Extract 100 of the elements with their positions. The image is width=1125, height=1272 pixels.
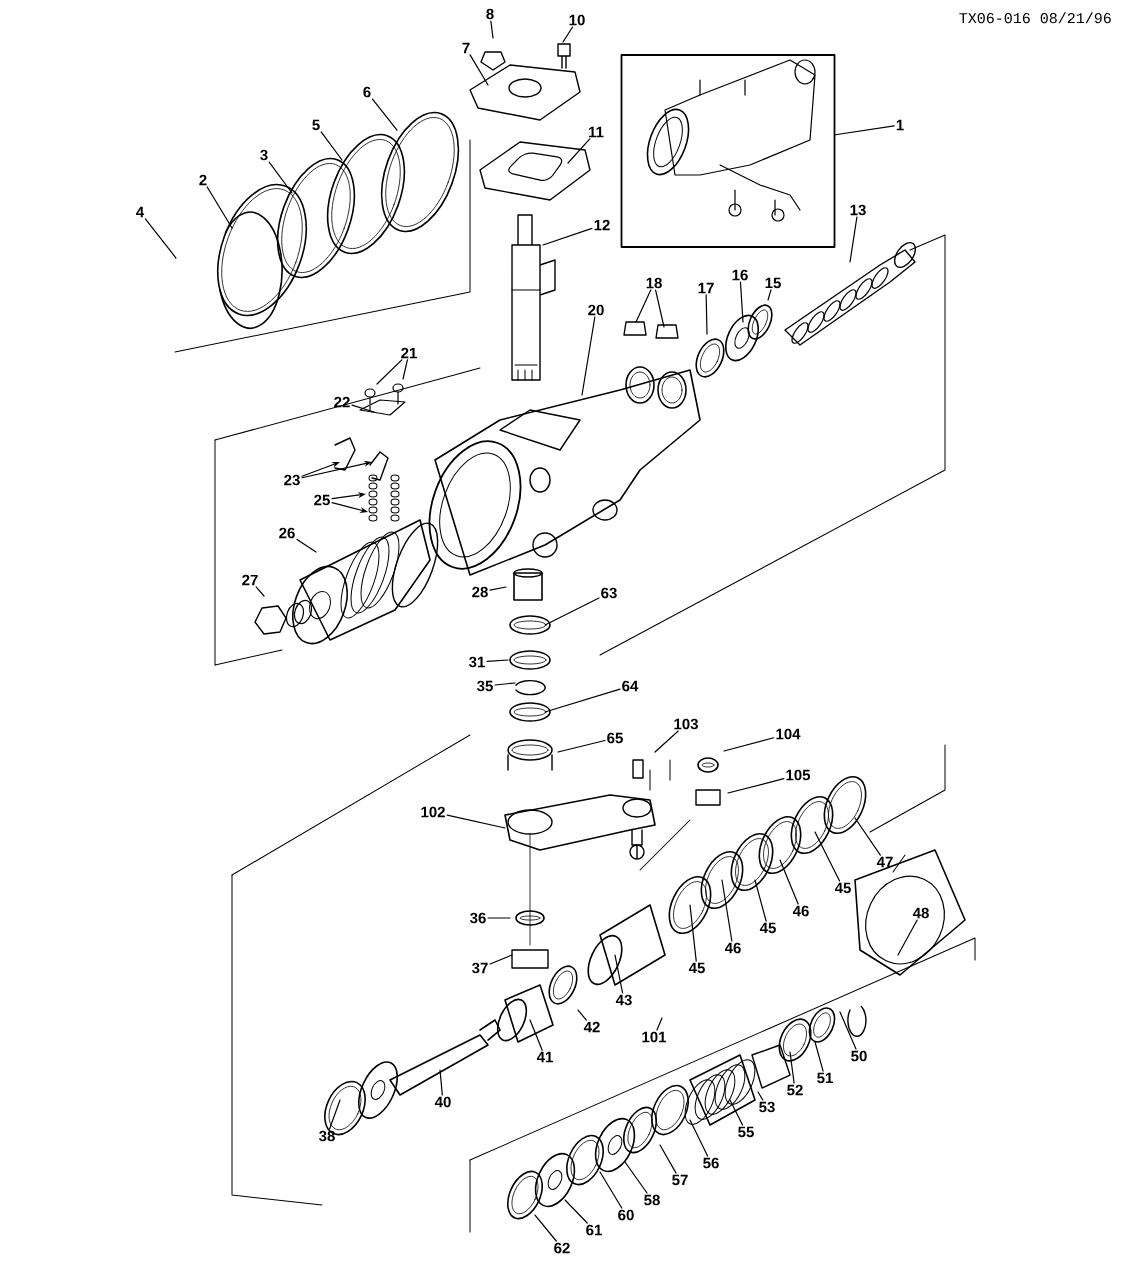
leader-line bbox=[659, 1144, 677, 1174]
callout-number: 21 bbox=[401, 347, 417, 359]
leader-line bbox=[723, 737, 775, 752]
callout-number: 102 bbox=[421, 806, 445, 818]
leader-line bbox=[789, 1051, 795, 1084]
leader-line bbox=[854, 817, 881, 856]
callout-number: 7 bbox=[462, 42, 470, 54]
leader-line bbox=[635, 289, 652, 323]
leader-line bbox=[557, 739, 606, 753]
callout-number: 104 bbox=[776, 728, 801, 740]
callout-number: 31 bbox=[469, 656, 485, 668]
leader-line bbox=[371, 98, 398, 131]
callout-number: 40 bbox=[434, 1096, 451, 1108]
callout-number: 2 bbox=[199, 174, 207, 186]
leader-line bbox=[446, 814, 506, 829]
leader-line bbox=[814, 1041, 824, 1072]
leader-line bbox=[494, 682, 516, 686]
leader-line bbox=[542, 227, 593, 246]
leader-line bbox=[614, 954, 624, 994]
leader-line bbox=[439, 1069, 443, 1096]
leader-line bbox=[544, 597, 600, 626]
leader-line bbox=[839, 1011, 857, 1050]
leader-line bbox=[489, 954, 513, 965]
leader-line bbox=[767, 289, 772, 301]
leader-line bbox=[144, 218, 177, 259]
leader-line bbox=[689, 1119, 709, 1157]
leader-line bbox=[534, 1214, 557, 1242]
leader-line bbox=[490, 20, 494, 39]
leader-line bbox=[727, 778, 785, 794]
leader-line bbox=[849, 216, 858, 263]
callout-number: 103 bbox=[674, 718, 698, 730]
callout-number: 64 bbox=[622, 680, 639, 692]
leader-line bbox=[529, 1019, 543, 1051]
callout-number: 43 bbox=[615, 994, 632, 1006]
callout-number: 8 bbox=[486, 8, 494, 20]
inset-drawing bbox=[620, 54, 836, 248]
leader-line bbox=[599, 1171, 623, 1209]
leader-line bbox=[739, 281, 744, 323]
callout-number: 45 bbox=[759, 922, 776, 934]
callout-number: 65 bbox=[607, 732, 623, 744]
callout-number: 42 bbox=[583, 1021, 600, 1033]
callout-number: 37 bbox=[472, 962, 488, 974]
callout-number: 46 bbox=[792, 905, 809, 917]
callout-number: 53 bbox=[759, 1101, 775, 1113]
leader-line bbox=[489, 586, 507, 591]
leader-line bbox=[402, 359, 408, 380]
leader-line bbox=[624, 1161, 648, 1194]
leader-line bbox=[206, 186, 233, 229]
leader-line bbox=[779, 859, 799, 905]
leader-line bbox=[729, 1099, 744, 1126]
leader-line bbox=[376, 359, 403, 385]
callout-number: 16 bbox=[732, 269, 748, 281]
callout-number: 57 bbox=[672, 1174, 688, 1186]
leader-line bbox=[351, 404, 375, 413]
callout-number: 22 bbox=[334, 396, 350, 408]
leader-line bbox=[320, 131, 343, 161]
callout-number: 105 bbox=[786, 769, 811, 781]
callout-number: 3 bbox=[260, 149, 268, 161]
callout-number: 18 bbox=[646, 277, 662, 289]
leader-line bbox=[268, 161, 293, 194]
callout-number: 60 bbox=[618, 1209, 634, 1221]
leader-line bbox=[296, 539, 317, 553]
callout-number: 62 bbox=[554, 1242, 570, 1254]
leader-line bbox=[544, 688, 621, 713]
callout-number: 36 bbox=[470, 912, 486, 924]
leader-line bbox=[897, 919, 918, 956]
callout-number: 41 bbox=[536, 1051, 553, 1063]
callout-number: 56 bbox=[703, 1157, 719, 1169]
leader-line bbox=[814, 831, 841, 882]
leader-line bbox=[328, 1099, 341, 1130]
leader-line bbox=[754, 879, 767, 922]
leader-line bbox=[581, 316, 596, 396]
leader-line bbox=[564, 1199, 588, 1224]
callout-number: 35 bbox=[477, 680, 493, 692]
leader-line bbox=[567, 138, 591, 164]
callout-number: 15 bbox=[765, 277, 781, 289]
callout-number: 13 bbox=[850, 204, 866, 216]
leader-line bbox=[834, 125, 895, 136]
callout-number: 25 bbox=[314, 494, 330, 506]
leader-line bbox=[689, 904, 697, 962]
callout-number: 50 bbox=[851, 1050, 867, 1062]
callout-number: 45 bbox=[688, 962, 705, 974]
callout-number: 58 bbox=[644, 1194, 660, 1206]
callout-number: 48 bbox=[912, 907, 929, 919]
leader-line bbox=[654, 730, 679, 753]
callout-number: 12 bbox=[594, 219, 610, 231]
leader-line bbox=[656, 1017, 663, 1031]
leader-line bbox=[655, 289, 665, 328]
callout-number: 27 bbox=[242, 574, 258, 586]
drawing-number: TX06-016 08/21/96 bbox=[959, 12, 1111, 24]
leader-line bbox=[721, 879, 733, 942]
callout-number: 4 bbox=[136, 206, 145, 218]
callout-number: 1 bbox=[896, 119, 904, 131]
callout-number: 52 bbox=[787, 1084, 803, 1096]
callout-number: 6 bbox=[363, 86, 371, 98]
callout-number: 55 bbox=[738, 1126, 754, 1138]
callout-number: 38 bbox=[319, 1130, 335, 1142]
leader-line bbox=[705, 294, 708, 335]
callout-number: 10 bbox=[569, 14, 585, 26]
callout-number: 20 bbox=[588, 304, 604, 316]
